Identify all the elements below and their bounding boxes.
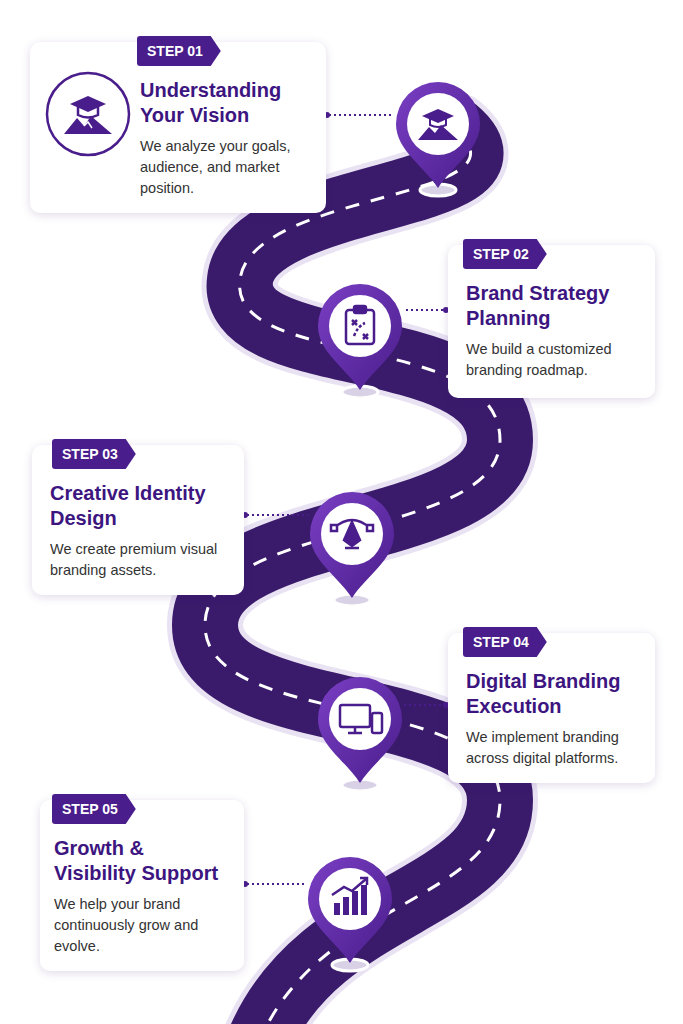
- step-title: Growth & Visibility Support: [54, 836, 230, 886]
- step-badge: STEP 05: [52, 794, 136, 824]
- step-card: STEP 02Brand Strategy PlanningWe build a…: [448, 245, 655, 398]
- step-description: We create premium visual branding assets…: [50, 539, 230, 581]
- step-badge: STEP 02: [463, 239, 547, 269]
- vision-emblem: [44, 70, 132, 158]
- step-card: STEP 04Digital Branding ExecutionWe impl…: [448, 633, 655, 783]
- step-title: Digital Branding Execution: [466, 669, 641, 719]
- step-title: Brand Strategy Planning: [466, 281, 641, 331]
- step-badge: STEP 01: [137, 36, 221, 66]
- step-card: STEP 05Growth & Visibility SupportWe hel…: [40, 800, 244, 971]
- step-description: We implement branding across digital pla…: [466, 727, 641, 769]
- step-description: We analyze your goals, audience, and mar…: [140, 136, 312, 199]
- step-title: Creative Identity Design: [50, 481, 230, 531]
- step-title: Understanding Your Vision: [140, 78, 312, 128]
- step-description: We build a customized branding roadmap.: [466, 339, 641, 381]
- step-badge: STEP 04: [463, 627, 547, 657]
- step-badge: STEP 03: [52, 439, 136, 469]
- step-card: STEP 03Creative Identity DesignWe create…: [32, 445, 244, 595]
- step-description: We help your brand continuously grow and…: [54, 894, 230, 957]
